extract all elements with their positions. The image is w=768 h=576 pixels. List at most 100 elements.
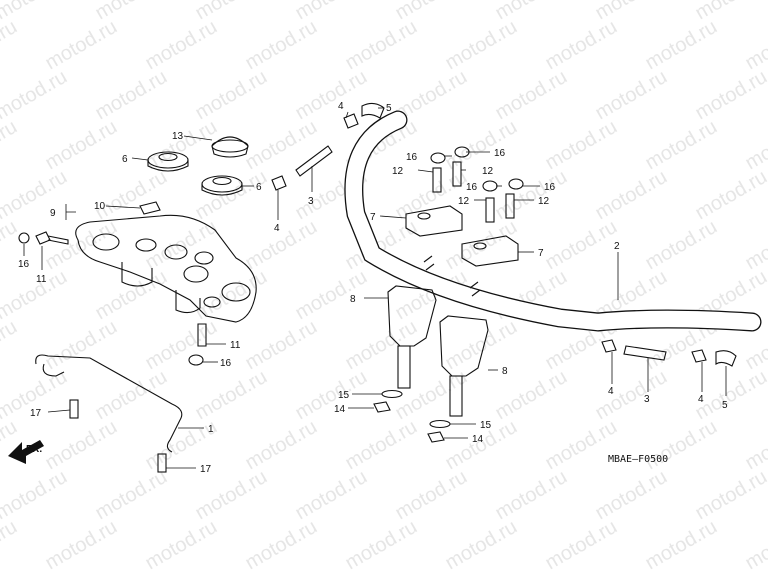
diagram-code: MBAE—F0500 — [608, 454, 668, 465]
watermark-text: motod.ru — [92, 66, 171, 125]
watermark-text: motod.ru — [542, 116, 621, 175]
callout-12: 12 — [538, 196, 550, 207]
upper-clamp-b — [461, 235, 519, 267]
watermark-text: motod.ru — [642, 216, 721, 275]
callout-13: 13 — [172, 131, 184, 142]
watermark-text: motod.ru — [642, 416, 721, 475]
watermark-text: motod.ru — [392, 466, 471, 525]
watermark-text: motod.ru — [642, 516, 721, 575]
callout-11: 11 — [36, 274, 47, 285]
forward-arrow-icon — [8, 440, 44, 464]
bolt-11-left — [35, 231, 69, 245]
watermark-text: motod.ru — [542, 416, 621, 475]
callout-16: 16 — [18, 259, 30, 270]
callout-10: 10 — [94, 201, 106, 212]
watermark-text: motod.ru — [242, 16, 321, 75]
watermark-text: motod.ru — [292, 366, 371, 425]
callout-11: 11 — [230, 340, 241, 351]
grommet-13 — [211, 136, 249, 158]
watermark-text: motod.ru — [492, 66, 571, 125]
upper-clamp-a — [405, 205, 463, 237]
watermark-text: motod.ru — [592, 166, 671, 225]
watermark-text: motod.ru — [192, 66, 271, 125]
watermark-text: motod.ru — [442, 16, 521, 75]
callout-5: 5 — [722, 400, 728, 411]
callout-4: 4 — [338, 101, 344, 112]
callout-17: 17 — [200, 464, 212, 475]
watermark-text: motod.ru — [442, 516, 521, 575]
watermark-text: motod.ru — [42, 416, 121, 475]
watermark-text: motod.ru — [0, 466, 71, 525]
watermark-text: motod.ru — [242, 216, 321, 275]
watermark-text: motod.ru — [742, 416, 768, 475]
callout-16: 16 — [544, 182, 556, 193]
watermark-text: motod.ru — [142, 216, 221, 275]
callout-4: 4 — [274, 223, 280, 234]
watermark-text: motod.ru — [492, 166, 571, 225]
watermark-text: motod.ru — [342, 16, 421, 75]
cap-16-left — [18, 232, 30, 244]
watermark-text: motod.ru — [592, 466, 671, 525]
leader-lines — [23, 107, 727, 469]
callout-15: 15 — [338, 390, 350, 401]
watermark-text: motod.ru — [192, 266, 271, 325]
watermark-text: motod.ru — [642, 16, 721, 75]
watermark-text: motod.ru — [142, 316, 221, 375]
watermark-text: motod.ru — [542, 516, 621, 575]
watermark-text: motod.ru — [342, 316, 421, 375]
rubber-mount-6b — [201, 175, 243, 196]
watermark-text: motod.ru — [92, 266, 171, 325]
watermark-text: motod.ru — [242, 316, 321, 375]
callout-3: 3 — [308, 196, 314, 207]
callout-9: 9 — [50, 208, 56, 219]
bolts-12 — [432, 161, 515, 223]
callout-6: 6 — [256, 182, 262, 193]
bolt-17-upper — [69, 399, 79, 419]
plate-10 — [139, 201, 161, 215]
watermark-text: motod.ru — [642, 116, 721, 175]
watermark-text: motod.ru — [342, 516, 421, 575]
callout-17: 17 — [30, 408, 42, 419]
holder-a — [387, 285, 437, 389]
watermark-text: motod.ru — [742, 16, 768, 75]
holder-b — [439, 315, 489, 417]
watermark-text: motod.ru — [0, 66, 71, 125]
bolt-11-lower — [197, 323, 207, 347]
watermark-text: motod.ru — [242, 516, 321, 575]
callout-2: 2 — [614, 241, 620, 252]
callout-14: 14 — [334, 404, 346, 415]
watermark-text: motod.ru — [242, 116, 321, 175]
wire-clip — [35, 354, 183, 453]
callout-8: 8 — [502, 366, 508, 377]
callout-4: 4 — [698, 394, 704, 405]
watermark-text: motod.ru — [742, 216, 768, 275]
watermark-text: motod.ru — [292, 266, 371, 325]
watermark-text: motod.ru — [542, 16, 621, 75]
watermark-text: motod.ru — [692, 466, 768, 525]
watermark-text: motod.ru — [742, 516, 768, 575]
watermark-text: motod.ru — [0, 416, 21, 475]
watermark-text: motod.ru — [0, 516, 21, 575]
callout-16: 16 — [406, 152, 418, 163]
callout-16: 16 — [494, 148, 506, 159]
watermark-text: motod.ru — [542, 216, 621, 275]
watermark-text: motod.ru — [142, 516, 221, 575]
callout-12: 12 — [458, 196, 470, 207]
callout-12: 12 — [482, 166, 494, 177]
callout-16: 16 — [466, 182, 478, 193]
watermark-text: motod.ru — [0, 116, 21, 175]
watermark-text: motod.ru — [42, 16, 121, 75]
callout-12: 12 — [392, 166, 404, 177]
watermark-text: motod.ru — [42, 516, 121, 575]
weight-set-bottom — [601, 339, 737, 367]
watermark-text: motod.ru — [242, 416, 321, 475]
watermark-text: motod.ru — [92, 366, 171, 425]
handlebar — [344, 110, 762, 332]
watermark-text: motod.ru — [342, 416, 421, 475]
watermark-text: motod.ru — [292, 66, 371, 125]
weight-set-top — [271, 102, 385, 191]
watermark-text: motod.ru — [592, 366, 671, 425]
